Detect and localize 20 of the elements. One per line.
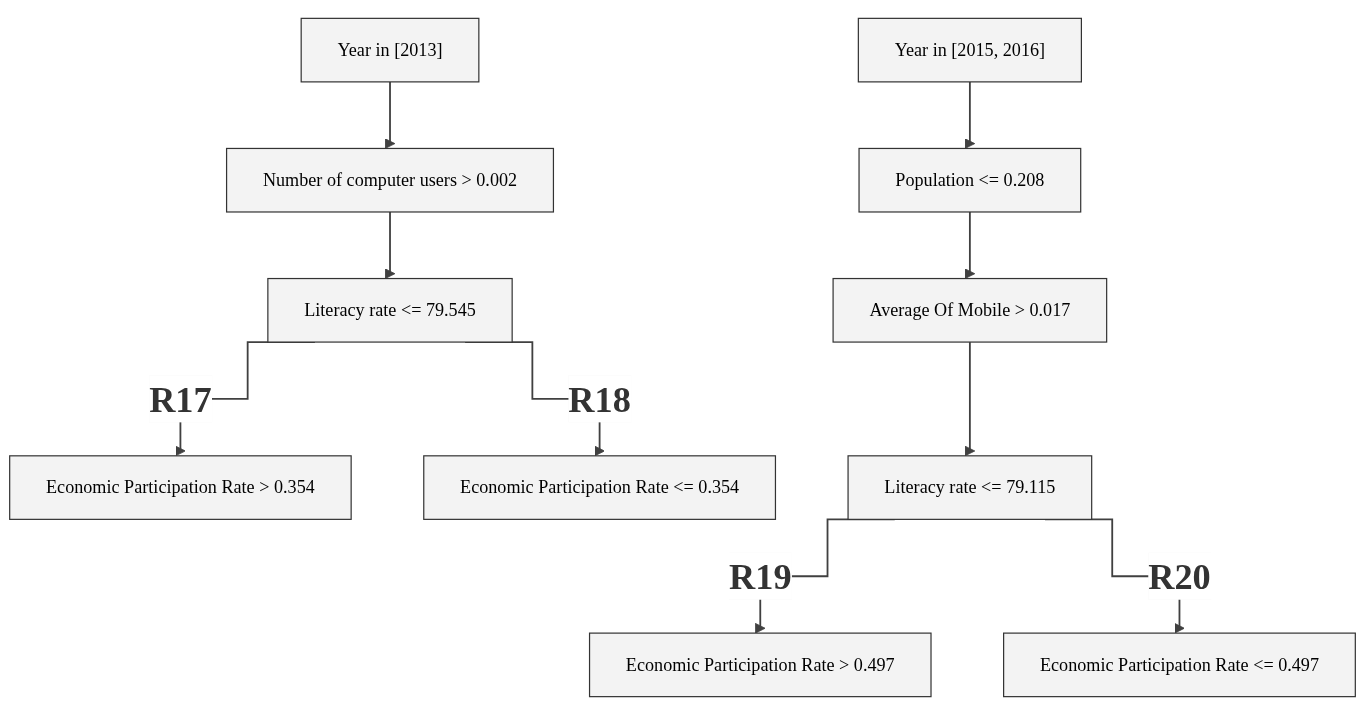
edge-label: R17 (149, 378, 212, 419)
node-box: Literacy rate <= 79.115 (847, 455, 1093, 520)
node-box: Economic Participation Rate > 0.354 (9, 455, 352, 520)
edge-label: R18 (568, 378, 631, 419)
node-box: Economic Participation Rate > 0.497 (588, 632, 932, 698)
node-box: Economic Participation Rate <= 0.354 (423, 455, 777, 520)
node-box: Number of computer users > 0.002 (226, 147, 555, 213)
node-box: Year in [2013] (300, 17, 480, 83)
arrow (384, 81, 396, 149)
arrow (964, 341, 976, 457)
node-box: Average Of Mobile > 0.017 (832, 277, 1108, 343)
arrow (384, 211, 396, 279)
edge-label: R20 (1148, 556, 1211, 597)
node-box: Population <= 0.208 (858, 147, 1082, 213)
arrow (964, 81, 976, 149)
edge-label: R19 (729, 556, 792, 597)
node-box: Year in [2015, 2016] (857, 17, 1082, 83)
node-box: Literacy rate <= 79.545 (267, 277, 513, 343)
node-box: Economic Participation Rate <= 0.497 (1003, 632, 1356, 698)
arrow (964, 211, 976, 279)
